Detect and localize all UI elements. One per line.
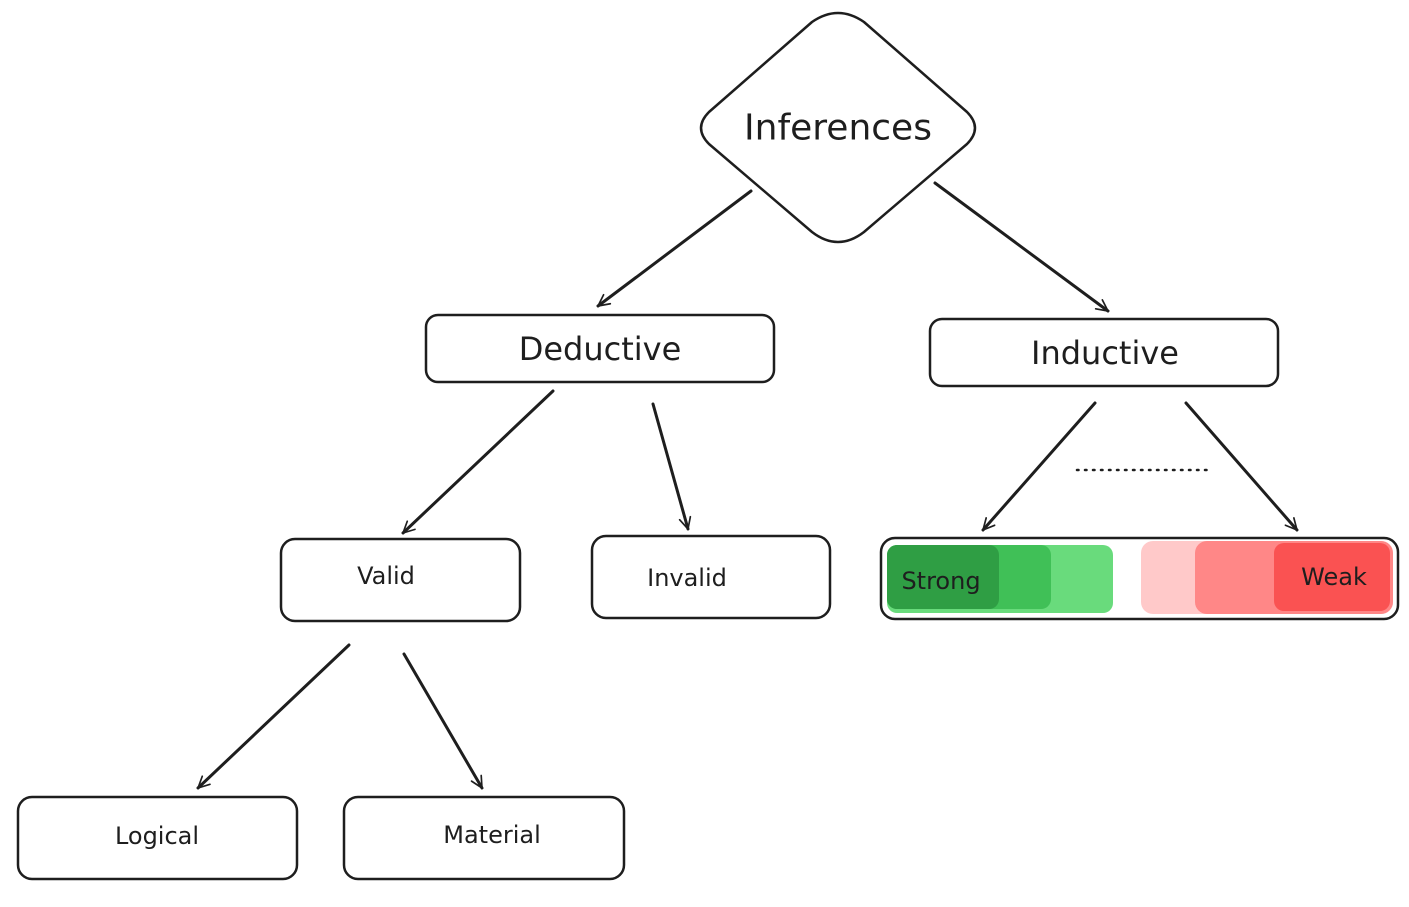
box-shape bbox=[342, 795, 626, 881]
node-label: Valid bbox=[357, 562, 415, 590]
node-strength-spectrum[interactable]: Strong Weak bbox=[879, 536, 1400, 621]
arrow-valid-to-material bbox=[402, 652, 484, 790]
box-shape bbox=[16, 795, 299, 881]
node-material[interactable]: Material bbox=[342, 795, 626, 881]
arrow-valid-to-logical bbox=[196, 643, 351, 790]
green-band-1 bbox=[887, 545, 999, 609]
node-logical[interactable]: Logical bbox=[16, 795, 299, 881]
diamond-shape bbox=[699, 11, 977, 244]
box-shape bbox=[424, 313, 776, 384]
node-inferences[interactable]: Inferences bbox=[699, 11, 977, 244]
node-valid[interactable]: Valid bbox=[279, 537, 522, 623]
arrow-inductive-to-strong bbox=[981, 401, 1097, 532]
node-label: Inductive bbox=[1031, 334, 1179, 372]
node-invalid[interactable]: Invalid bbox=[590, 534, 832, 620]
spectrum-frame bbox=[879, 536, 1400, 621]
arrow-inferences-to-inductive bbox=[933, 181, 1110, 313]
arrow-inferences-to-deductive bbox=[596, 189, 753, 308]
arrow-deductive-to-invalid bbox=[651, 402, 692, 531]
node-label: Inferences bbox=[744, 108, 932, 149]
node-label: Invalid bbox=[647, 564, 727, 592]
spectrum-right-label: Weak bbox=[1301, 563, 1367, 591]
box-shape bbox=[928, 317, 1280, 388]
spectrum-left-label: Strong bbox=[901, 567, 980, 595]
node-label: Material bbox=[443, 821, 541, 849]
box-shape bbox=[590, 534, 832, 620]
node-deductive[interactable]: Deductive bbox=[424, 313, 776, 384]
node-label: Logical bbox=[115, 822, 199, 850]
node-label: Deductive bbox=[519, 330, 682, 368]
red-band-3 bbox=[1274, 543, 1390, 611]
arrow-deductive-to-valid bbox=[401, 389, 555, 535]
arrow-inductive-to-weak bbox=[1184, 401, 1299, 532]
node-inductive[interactable]: Inductive bbox=[928, 317, 1280, 388]
box-shape bbox=[279, 537, 522, 623]
